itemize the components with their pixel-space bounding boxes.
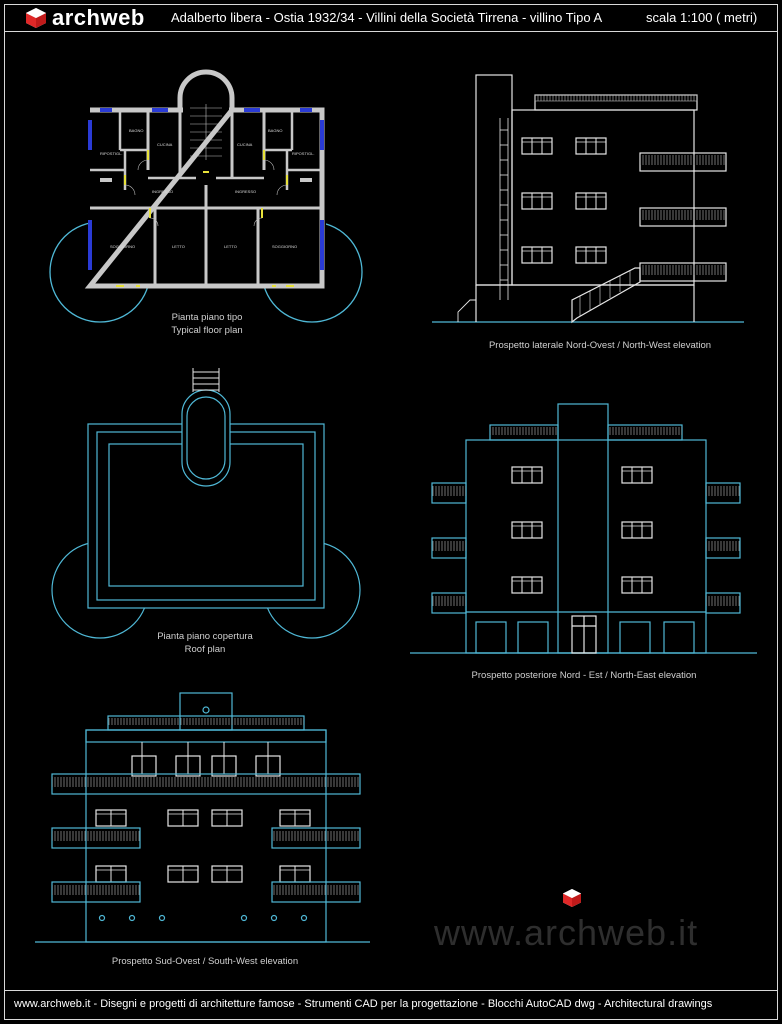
typical-floor-plan: BAGNO BAGNO CUCINA CUCINA RIPOSTIGL. RIP… <box>49 69 363 323</box>
south-west-elevation <box>35 692 370 943</box>
caption-sw-elevation: Prospetto Sud-Ovest / South-West elevati… <box>111 956 299 967</box>
room-label-ripost-left: RIPOSTIGL. <box>100 151 122 156</box>
room-label-ripost-right: RIPOSTIGL. <box>292 151 314 156</box>
caption-typical-plan: Pianta piano tipo Typical floor plan <box>148 311 266 337</box>
room-label-letto-left: LETTO <box>172 244 185 249</box>
north-west-elevation <box>432 74 744 324</box>
footer-divider <box>4 990 778 991</box>
room-label-cucina-left: CUCINA <box>157 142 173 147</box>
logo-wordmark[interactable]: archweb <box>52 5 145 30</box>
room-label-ingresso-right: INGRESSO <box>235 189 256 194</box>
caption-ne-elevation: Prospetto posteriore Nord - Est / North-… <box>471 670 697 681</box>
room-label-letto-right: LETTO <box>224 244 237 249</box>
caption-roof-plan: Pianta piano copertura Roof plan <box>140 630 270 656</box>
room-label-ingresso-left: INGRESSO <box>152 189 173 194</box>
room-label-cucina-right: CUCINA <box>237 142 253 147</box>
caption-typical-plan-en: Typical floor plan <box>171 325 243 336</box>
room-label-bagno-right: BAGNO <box>268 128 282 133</box>
caption-roof-plan-en: Roof plan <box>184 644 226 655</box>
room-label-soggiorno-left: SOGGIORNO <box>110 244 135 249</box>
sheet-title: Adalberto libera - Ostia 1932/34 - Villi… <box>171 10 603 25</box>
watermark-text: www.archweb.it <box>434 912 699 953</box>
north-east-elevation <box>410 403 757 654</box>
room-label-bagno-left: BAGNO <box>129 128 143 133</box>
caption-roof-plan-it: Pianta piano copertura <box>157 631 253 642</box>
roof-plan <box>51 368 361 639</box>
caption-typical-plan-it: Pianta piano tipo <box>171 312 243 323</box>
caption-nw-elevation: Prospetto laterale Nord-Ovest / North-We… <box>488 340 712 351</box>
room-label-soggiorno-right: SOGGIORNO <box>272 244 297 249</box>
sheet-frame <box>4 4 778 1020</box>
footer-text[interactable]: www.archweb.it - Disegni e progetti di a… <box>14 998 713 1010</box>
sheet-scale: scala 1:100 ( metri) <box>646 10 758 25</box>
header-divider <box>4 31 778 32</box>
watermark-logo-icon <box>563 889 581 907</box>
